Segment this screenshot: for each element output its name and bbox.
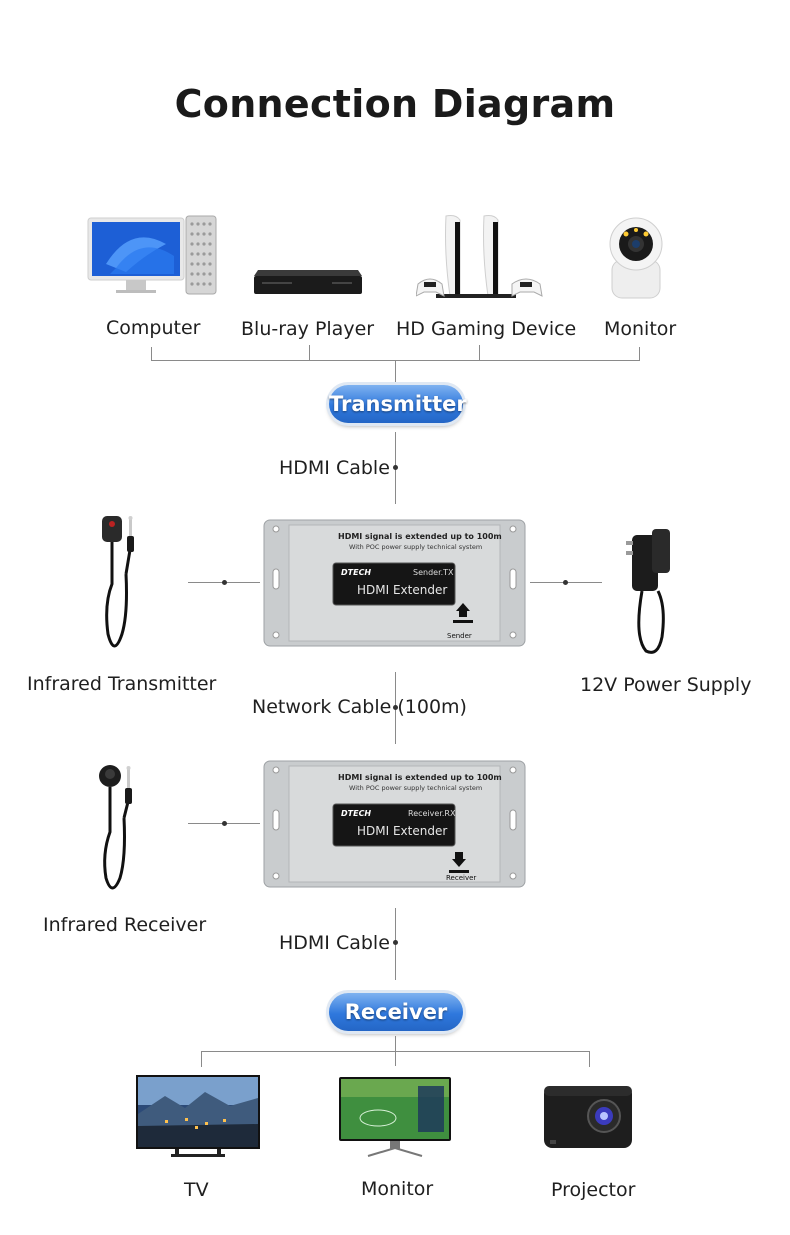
bracket-tick	[309, 345, 310, 361]
monitor-icon	[339, 1077, 451, 1157]
source-label-computer: Computer	[106, 317, 201, 339]
sender-box	[263, 519, 526, 647]
sender-product: HDMI Extender	[357, 583, 448, 597]
hdmi-cable-label-top: HDMI Cable	[279, 457, 390, 479]
game-console-icon	[416, 215, 543, 298]
output-bracket	[201, 1051, 590, 1052]
sender-headline: HDMI signal is extended up to 100m	[338, 532, 502, 541]
output-label-projector: Projector	[551, 1179, 636, 1201]
receiver-model: Receiver.RX	[408, 809, 456, 818]
transmitter-badge: Transmitter	[329, 385, 467, 423]
connector-dot	[393, 940, 398, 945]
power-supply-label: 12V Power Supply	[580, 674, 752, 696]
security-camera-icon	[609, 217, 663, 299]
sender-subline: With POC power supply technical system	[349, 543, 483, 551]
ir-receiver-cable-icon	[99, 765, 132, 890]
projector-icon	[544, 1086, 632, 1148]
sender-model: Sender.TX	[413, 568, 454, 577]
connector-dot	[393, 705, 398, 710]
source-bracket	[151, 360, 640, 361]
source-label-bluray: Blu-ray Player	[241, 318, 375, 340]
bracket-stem	[395, 361, 396, 383]
receiver-subline: With POC power supply technical system	[349, 784, 483, 792]
receiver-port-label: Receiver	[446, 874, 477, 882]
output-label-tv: TV	[184, 1179, 209, 1201]
tv-icon	[136, 1075, 260, 1157]
output-label-monitor: Monitor	[361, 1178, 434, 1200]
receiver-badge: Receiver	[329, 993, 463, 1031]
receiver-box	[263, 760, 526, 888]
sender-brand: DTECH	[341, 568, 372, 577]
desktop-computer-icon	[87, 215, 217, 295]
bracket-tick	[639, 347, 640, 361]
connector-dot	[222, 821, 227, 826]
bracket-tick	[479, 345, 480, 361]
ir-receiver-label: Infrared Receiver	[43, 914, 207, 936]
connector-dot	[563, 580, 568, 585]
bracket-tick	[589, 1051, 590, 1067]
receiver-headline: HDMI signal is extended up to 100m	[338, 773, 502, 782]
bluray-player-icon	[254, 270, 362, 294]
receiver-brand: DTECH	[341, 809, 372, 818]
bracket-tick	[151, 347, 152, 361]
ir-emitter-cable-icon	[102, 516, 134, 648]
source-label-monitor: Monitor	[604, 318, 677, 340]
receiver-product: HDMI Extender	[357, 824, 448, 838]
diagram-title: Connection Diagram	[174, 82, 616, 126]
source-label-gaming: HD Gaming Device	[396, 318, 577, 340]
sender-port-label: Sender	[447, 632, 472, 640]
hdmi-cable-label-bottom: HDMI Cable	[279, 932, 390, 954]
connector-dot	[222, 580, 227, 585]
ir-transmitter-label: Infrared Transmitter	[27, 673, 217, 695]
connector-dot	[393, 465, 398, 470]
bracket-tick	[201, 1051, 202, 1067]
network-cable-label: Network Cable (100m)	[252, 696, 467, 718]
power-adapter-icon	[626, 529, 670, 654]
